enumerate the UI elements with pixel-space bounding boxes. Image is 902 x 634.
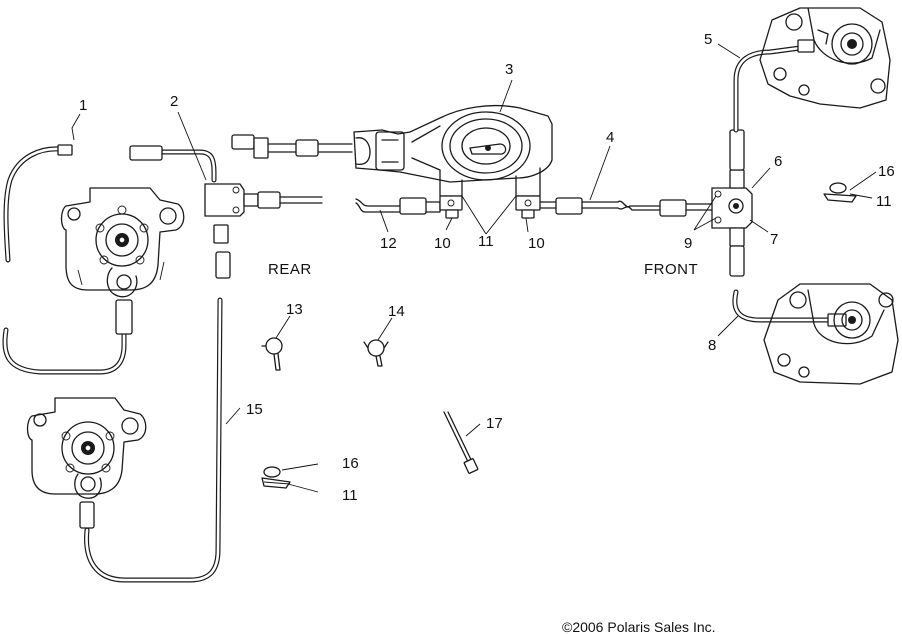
callout-12: 12 [380,235,397,252]
callout-10-left: 10 [434,235,451,252]
front-brake-line [539,197,713,217]
rear-upper-caliper [60,187,185,298]
callout-3: 3 [505,61,513,78]
callout-11-center: 11 [478,233,494,250]
leader-lines [71,43,877,493]
front-upper-caliper [759,7,891,109]
callout-14: 14 [388,303,405,320]
callout-8: 8 [708,337,716,354]
bolt-washer-16-11-rear [261,466,291,489]
clip-14 [363,339,389,367]
callout-17: 17 [486,415,503,432]
callout-9: 9 [684,235,692,252]
copyright-notice: ©2006 Polaris Sales Inc. [562,619,716,634]
rear-left-brake-hose [2,144,133,375]
callout-7: 7 [770,231,778,248]
front-junction-block [711,169,753,247]
callout-16-front: 16 [878,163,895,180]
bolt-washer-16-11-front [823,182,857,203]
callout-2: 2 [170,93,178,110]
rear-label: REAR [268,261,312,278]
front-lower-caliper [763,283,899,385]
cable-tie-17 [443,411,479,474]
callout-13: 13 [286,301,303,318]
callout-6: 6 [774,153,782,170]
rear-brake-line [355,197,441,215]
callout-5: 5 [704,31,712,48]
callout-numbers: 1 2 3 4 5 6 7 8 9 10 10 11 11 11 12 13 1… [79,31,895,504]
callout-15: 15 [246,401,263,418]
front-upper-hose [729,39,815,171]
rear-crossover-hose [84,224,231,583]
rear-lower-caliper [26,397,147,529]
master-cylinder [231,104,553,219]
callout-16-rear: 16 [342,455,359,472]
front-label: FRONT [644,261,698,278]
callout-11-rear: 11 [342,487,358,504]
callout-11-front: 11 [876,193,892,210]
clip-13 [261,337,283,371]
callout-4: 4 [606,129,614,146]
front-lower-hose [729,245,847,327]
callout-10-right: 10 [528,235,545,252]
rear-brake-line-tee [129,145,323,217]
callout-1: 1 [79,97,87,114]
